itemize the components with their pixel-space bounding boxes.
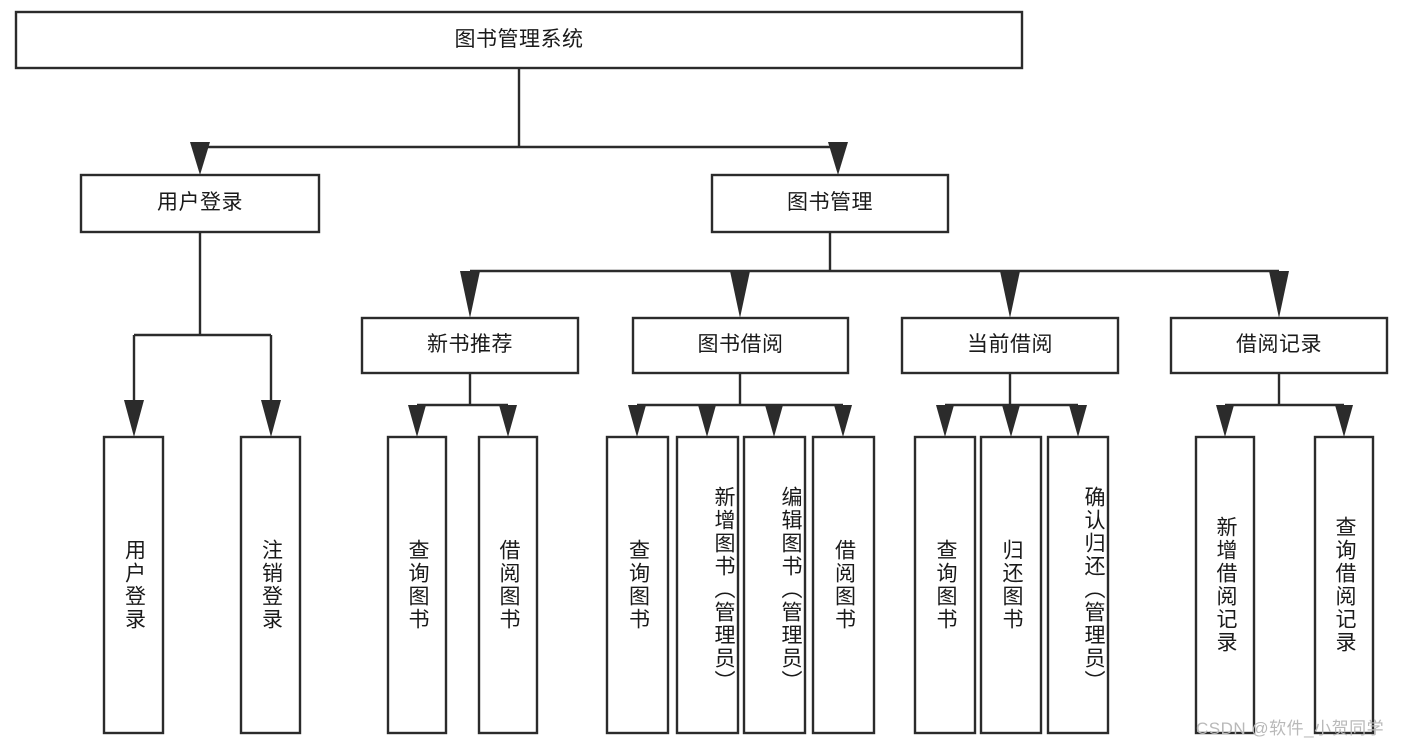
arrow-head-leaf-query-book-recommend xyxy=(408,405,426,437)
node-box-book-management[interactable] xyxy=(710,173,950,234)
arrow-head-current-borrow xyxy=(1000,271,1020,318)
node-box-leaf-edit-book[interactable] xyxy=(742,435,807,735)
arrow-head-leaf-query-book-current xyxy=(936,405,954,437)
arrow-head-leaf-query-borrow-record xyxy=(1335,405,1353,437)
arrow-head-book-management xyxy=(828,142,848,175)
node-box-leaf-query-book-current[interactable] xyxy=(913,435,977,735)
arrow-head-leaf-add-borrow-record xyxy=(1216,405,1234,437)
arrow-head-leaf-borrow-book-recommend xyxy=(499,405,517,437)
node-box-leaf-return-book[interactable] xyxy=(979,435,1043,735)
arrow-head-leaf-add-book xyxy=(698,405,716,437)
node-box-layer xyxy=(14,10,1389,735)
node-box-leaf-add-borrow-record[interactable] xyxy=(1194,435,1256,735)
node-box-leaf-borrow-book[interactable] xyxy=(811,435,876,735)
arrow-head-leaf-borrow-book xyxy=(834,405,852,437)
arrow-head-borrow-records xyxy=(1269,271,1289,318)
arrow-head-leaf-user-login xyxy=(124,400,144,437)
arrow-head-leaf-confirm-return xyxy=(1069,405,1087,437)
arrow-head-leaf-return-book xyxy=(1002,405,1020,437)
node-box-new-book-recommend[interactable] xyxy=(360,316,580,375)
node-box-leaf-logout[interactable] xyxy=(239,435,302,735)
node-box-leaf-query-book-recommend[interactable] xyxy=(386,435,448,735)
node-box-borrow-records[interactable] xyxy=(1169,316,1389,375)
node-box-user-login[interactable] xyxy=(79,173,321,234)
node-box-leaf-borrow-book-recommend[interactable] xyxy=(477,435,539,735)
node-box-book-borrow[interactable] xyxy=(631,316,850,375)
node-box-current-borrow[interactable] xyxy=(900,316,1120,375)
node-box-leaf-query-book-borrow[interactable] xyxy=(605,435,670,735)
arrow-head-leaf-edit-book xyxy=(765,405,783,437)
connector-layer xyxy=(124,68,1353,437)
node-box-leaf-query-borrow-record[interactable] xyxy=(1313,435,1375,735)
arrow-head-new-book-recommend xyxy=(460,271,480,318)
node-box-leaf-add-book[interactable] xyxy=(675,435,740,735)
arrow-head-leaf-logout xyxy=(261,400,281,437)
node-box-leaf-user-login[interactable] xyxy=(102,435,165,735)
arrow-head-book-borrow xyxy=(730,271,750,318)
arrow-head-leaf-query-book-borrow xyxy=(628,405,646,437)
node-box-root[interactable] xyxy=(14,10,1024,70)
arrow-head-user-login xyxy=(190,142,210,175)
node-box-leaf-confirm-return[interactable] xyxy=(1046,435,1110,735)
